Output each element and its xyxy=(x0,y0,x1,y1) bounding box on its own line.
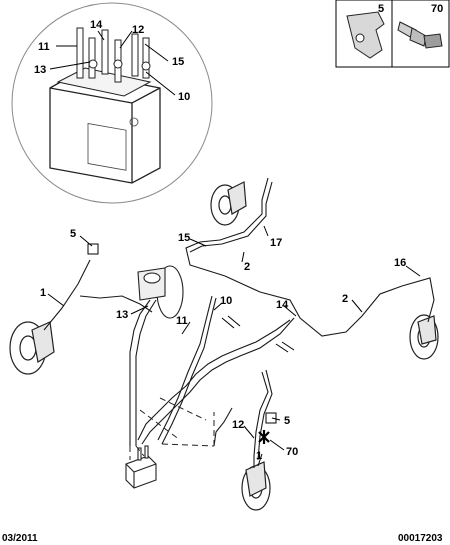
sensor-box-left xyxy=(87,243,99,255)
callout-10-top: 10 xyxy=(178,91,190,103)
inset-label-5: 5 xyxy=(378,3,384,15)
callout-14-top: 14 xyxy=(90,19,103,31)
main-leader-lines xyxy=(47,225,421,467)
callout-2-right: 2 xyxy=(342,293,348,305)
brake-disc-rear-right xyxy=(409,314,439,360)
callout-5-left: 5 xyxy=(70,228,76,240)
callout-17: 17 xyxy=(270,237,282,249)
callout-2-mid: 2 xyxy=(244,261,250,273)
abs-connection-dashes xyxy=(129,397,215,460)
brake-pipes xyxy=(43,177,435,468)
callout-5-lower: 5 xyxy=(284,415,290,427)
parts-inset: 5 70 xyxy=(335,0,450,68)
abs-detail-zoom xyxy=(11,2,213,204)
abs-pipe-unions xyxy=(76,27,151,83)
footer-date: 03/2011 xyxy=(2,533,38,544)
fastener-70-marker xyxy=(258,430,270,444)
callout-1-left: 1 xyxy=(40,287,46,299)
sensor-box-lower xyxy=(265,412,277,424)
callout-11-mid: 11 xyxy=(176,315,188,327)
abs-unit-main xyxy=(125,445,157,489)
callout-11-top: 11 xyxy=(38,41,50,53)
callout-15-mid: 15 xyxy=(178,232,190,244)
brake-disc-front-right xyxy=(210,181,247,226)
brake-disc-front-left xyxy=(9,321,55,375)
inset-label-70: 70 xyxy=(431,3,443,15)
callout-15-top: 15 xyxy=(172,56,184,68)
callout-1-lower: 1 xyxy=(256,450,262,462)
callout-12-top: 12 xyxy=(132,24,144,36)
brake-disc-rear-left xyxy=(241,461,271,511)
pipe-break-marks xyxy=(221,315,295,353)
callout-12-lower: 12 xyxy=(232,419,244,431)
callout-13-mid: 13 xyxy=(116,309,128,321)
callout-14-mid: 14 xyxy=(276,299,289,311)
callout-13-top: 13 xyxy=(34,64,46,76)
footer-reference: 00017203 xyxy=(398,533,443,544)
screw-part-icon xyxy=(397,21,443,49)
callout-70-lower: 70 xyxy=(286,446,298,458)
callout-10-mid: 10 xyxy=(220,295,232,307)
master-cylinder xyxy=(137,265,184,319)
callout-16: 16 xyxy=(394,257,406,269)
clip-part-icon xyxy=(346,11,385,59)
